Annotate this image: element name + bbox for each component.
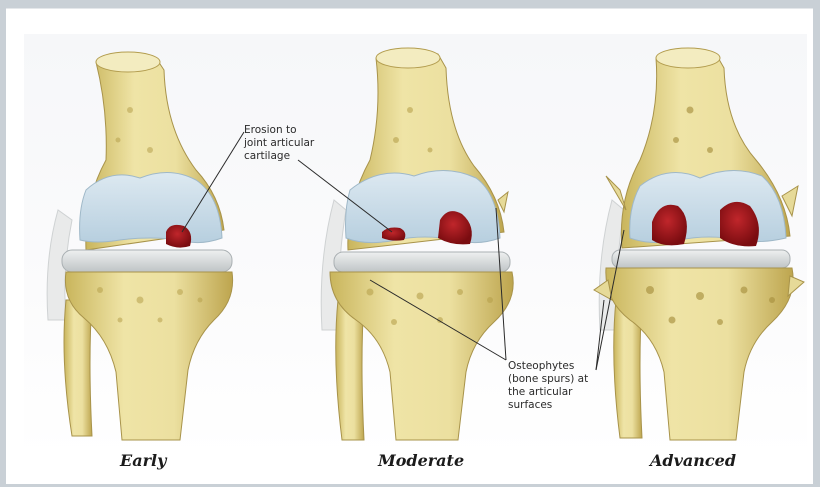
erosion-line-2: joint articular [244,137,314,150]
osteophytes-line-2: (bone spurs) at [508,373,588,386]
osteophytes-line-1: Osteophytes [508,360,588,373]
osteophytes-line-4: surfaces [508,399,588,412]
stage-label-moderate: Moderate [378,451,464,470]
erosion-annotation: Erosion to joint articular cartilage [244,124,314,163]
stage-label-advanced: Advanced [650,451,736,470]
early-knee [47,52,233,440]
erosion-line-3: cartilage [244,150,314,163]
moderate-knee [321,48,513,440]
erosion-line-1: Erosion to [244,124,314,137]
stage-label-early: Early [120,451,166,470]
osteophytes-line-3: the articular [508,386,588,399]
osteophytes-annotation: Osteophytes (bone spurs) at the articula… [508,360,588,412]
advanced-knee [594,48,804,440]
